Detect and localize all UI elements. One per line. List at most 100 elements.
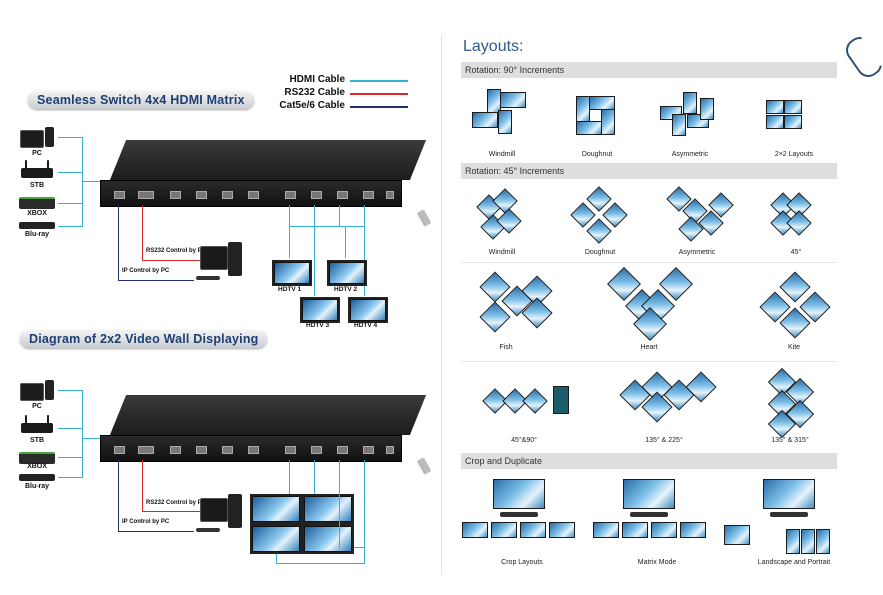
hdmi-output-bus <box>289 226 365 227</box>
source-label-stb: STB <box>30 182 44 189</box>
screen-tile <box>801 529 815 554</box>
video-wall <box>250 494 354 554</box>
video-wall-panel <box>302 494 354 524</box>
port <box>337 446 348 454</box>
hdmi-output-line <box>354 547 364 548</box>
hdmi-output-line <box>314 205 315 227</box>
port <box>248 191 259 199</box>
matrix-device-icon <box>630 512 668 517</box>
source-label-bluray: Blu-ray <box>24 483 50 490</box>
port <box>138 191 154 199</box>
screen-tile <box>784 100 802 114</box>
port <box>170 446 181 454</box>
caption-windmill: Windmill <box>488 151 516 158</box>
screen-tile <box>602 202 628 228</box>
source-label-stb: STB <box>30 437 44 444</box>
screen-tile <box>724 525 750 545</box>
hdmi-output-line <box>345 226 346 258</box>
keyboard-icon <box>196 528 220 532</box>
pc-tower-icon <box>45 380 54 400</box>
pc-icon <box>20 130 44 148</box>
screen-tile <box>651 522 677 538</box>
xbox-icon <box>19 452 55 464</box>
diagram1-title: Seamless Switch 4x4 HDMI Matrix <box>28 91 254 109</box>
hdtv-2 <box>327 260 367 286</box>
remote-control-icon <box>416 457 432 475</box>
source-label-pc: PC <box>32 403 42 410</box>
bluray-icon <box>19 474 55 481</box>
caption-heart: Heart <box>640 344 658 351</box>
hdtv-1 <box>272 260 312 286</box>
caption-135-225: 135° & 225° <box>645 437 683 444</box>
screen-tile <box>623 479 675 509</box>
rs232-line <box>142 511 202 512</box>
port <box>311 191 322 199</box>
legend-cat-line <box>350 106 408 108</box>
hdmi-input-line <box>58 172 82 173</box>
screen-tile <box>779 271 811 303</box>
caption-matrix-mode: Matrix Mode <box>637 559 677 566</box>
ip-line <box>118 460 119 532</box>
caption-doughnut: Doughnut <box>581 151 613 158</box>
hdtv-3-label: HDTV 3 <box>306 322 330 329</box>
control-pc-tower-icon <box>228 242 242 276</box>
hdtv-4-label: HDTV 4 <box>354 322 378 329</box>
ip-label: IP Control by PC <box>122 268 170 274</box>
port <box>248 446 259 454</box>
legend-hdmi-label: HDMI Cable <box>289 74 345 85</box>
hdmi-input-line <box>58 477 82 478</box>
hdmi-input-line <box>58 457 82 458</box>
matrix-device-icon <box>500 512 538 517</box>
diagram2-title: Diagram of 2x2 Video Wall Displaying <box>20 330 268 348</box>
screen-tile <box>766 100 784 114</box>
paperclip-icon <box>841 32 883 82</box>
caption-kite: Kite <box>787 344 801 351</box>
screen-tile <box>522 388 548 414</box>
screen-tile <box>491 522 517 538</box>
legend-hdmi-line <box>350 80 408 82</box>
caption-asymmetric-45: Asymmetric <box>678 249 716 256</box>
screen-tile <box>593 522 619 538</box>
left-panel: HDMI Cable RS232 Cable Cat5e/6 Cable Sea… <box>0 0 440 595</box>
hdmi-output-line <box>314 226 315 296</box>
ip-label: IP Control by PC <box>122 519 170 525</box>
source-label-xbox: XBOX <box>27 463 47 470</box>
screen-tile <box>683 92 697 114</box>
port <box>196 446 207 454</box>
router-antenna-icon <box>25 160 27 169</box>
hdmi-input-line <box>58 203 82 204</box>
caption-asymmetric: Asymmetric <box>671 151 709 158</box>
pc-icon <box>20 383 44 401</box>
matrix-top-panel <box>109 395 427 435</box>
hdmi-output-line <box>276 554 277 564</box>
screen-tile <box>784 115 802 129</box>
caption-crop: Crop Layouts <box>501 559 543 566</box>
screen-tile <box>786 210 812 236</box>
panel-divider <box>441 35 442 575</box>
port <box>222 191 233 199</box>
screen-tile <box>472 112 498 128</box>
screen-tile <box>816 529 830 554</box>
hdmi-output-line <box>314 460 315 494</box>
hdmi-input-line <box>58 137 82 138</box>
control-pc-tower-icon <box>228 494 242 528</box>
screen-tile <box>589 96 615 110</box>
screen-tile <box>622 522 648 538</box>
legend-rs232-label: RS232 Cable <box>284 87 345 98</box>
caption-doughnut-45: Doughnut <box>584 249 616 256</box>
hdmi-output-line <box>364 460 365 564</box>
xbox-icon <box>19 197 55 209</box>
rs232-label: RS232 Control by PC <box>146 248 207 254</box>
caption-windmill-45: Windmill <box>488 249 516 256</box>
hdmi-output-line <box>364 205 365 227</box>
hdmi-output-line <box>339 205 340 227</box>
hdmi-input-bus <box>82 390 83 478</box>
hdmi-output-line <box>289 460 290 494</box>
port <box>386 446 394 454</box>
hdtv-4 <box>348 297 388 323</box>
router-antenna2-icon <box>47 160 49 169</box>
ip-line <box>118 205 119 281</box>
port <box>196 191 207 199</box>
screen-tile <box>493 479 545 509</box>
pc-tower-icon <box>45 127 54 147</box>
